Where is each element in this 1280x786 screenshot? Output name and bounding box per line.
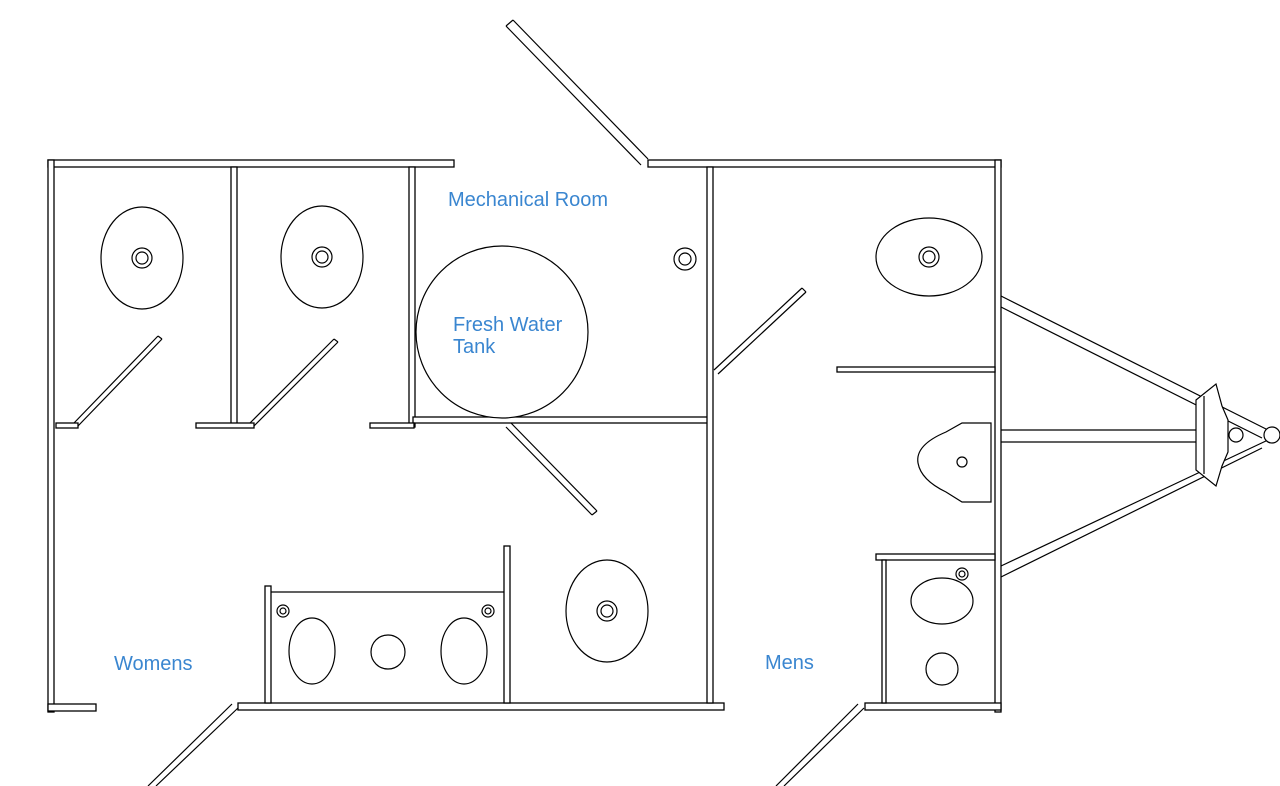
urinal: [917, 422, 992, 503]
womens-vanity: [276, 604, 495, 685]
mechanical-room-label: Mechanical Room: [448, 189, 609, 211]
toilet-womens-1: [100, 206, 184, 310]
trailer-hitch: [1000, 295, 1280, 578]
mens-label: Mens: [765, 652, 814, 674]
womens-label: Womens: [114, 653, 193, 675]
floor-drain-icon: [673, 247, 697, 271]
fresh-water-tank-label: Fresh Water Tank: [453, 314, 563, 358]
toilet-womens-2: [280, 205, 364, 309]
mens-sink: [910, 567, 974, 686]
interior-walls: [55, 166, 996, 704]
toilet-center: [565, 559, 649, 663]
doors: [73, 19, 865, 786]
toilet-mens: [875, 217, 983, 297]
fresh-water-tank: [415, 245, 589, 419]
exterior-walls: [47, 159, 1002, 713]
